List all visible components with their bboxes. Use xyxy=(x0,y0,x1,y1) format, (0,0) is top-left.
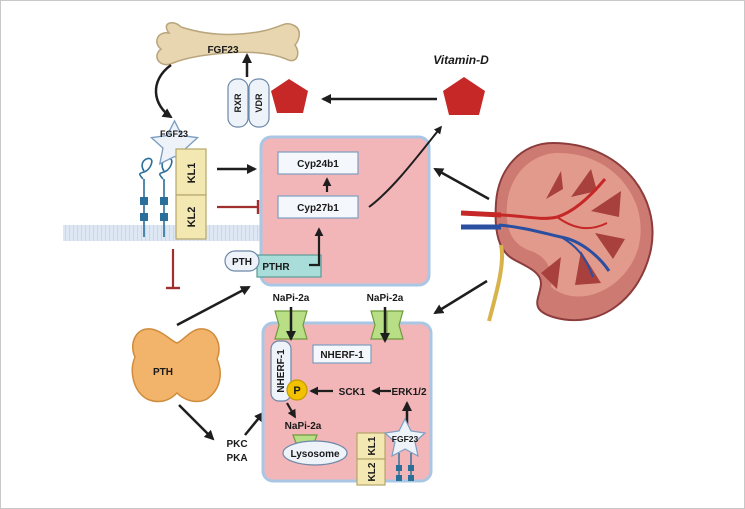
kidney-to-lower-cell-arrow xyxy=(433,279,488,315)
lysosome-ellipse xyxy=(282,440,348,466)
fgf23-star-small-label: FGF23 xyxy=(392,434,419,444)
napi2a-left-label: NaPi-2a xyxy=(273,293,310,304)
kl1-bottom-label: KL1 xyxy=(367,436,378,455)
sck1-label: SCK1 xyxy=(339,387,366,398)
cyp24b1-box xyxy=(277,151,359,175)
rxr-receptor xyxy=(227,78,249,128)
lysosome-label: Lysosome xyxy=(290,449,340,460)
parathyroid-gland-icon xyxy=(131,328,221,403)
kl2-left-box xyxy=(175,194,207,240)
kidney-to-upper-cell-arrow xyxy=(433,167,490,201)
p-to-napi-arrow xyxy=(286,402,296,419)
fgf23-star-label: FGF23 xyxy=(160,129,188,139)
cyp27-to-vitamin-d-arrow xyxy=(368,125,442,208)
kl1-bottom-box xyxy=(356,432,386,460)
kl2-left-label: KL2 xyxy=(186,207,198,228)
bone-icon xyxy=(156,22,300,66)
pth-ligand xyxy=(224,250,260,272)
nherf1-box-label: NHERF-1 xyxy=(320,350,364,361)
nherf1-vertical-label: NHERF-1 xyxy=(276,349,287,393)
kl1-left-label: KL1 xyxy=(186,163,198,184)
pthr-label: PTHR xyxy=(262,262,290,273)
vdr-receptor xyxy=(248,78,270,128)
vitamin-d-bound-pentagon xyxy=(271,79,308,113)
pka-label: PKA xyxy=(226,453,247,464)
fgf23-bone-label: FGF23 xyxy=(207,45,239,56)
bone-to-fgf23-arrow xyxy=(154,63,173,119)
pth-to-pthr-arrow xyxy=(176,285,251,327)
fgfr-receptor-left xyxy=(138,157,153,237)
fgfr-receptor-bottom xyxy=(396,453,414,481)
pthr-to-cyp27-arrow xyxy=(309,227,324,267)
kl2-bottom-box xyxy=(356,458,386,486)
pth-ligand-label: PTH xyxy=(232,257,252,268)
vdr-label: VDR xyxy=(254,93,264,113)
vitamin-d-pentagon xyxy=(443,77,485,115)
phosphate-marker-label: P xyxy=(293,385,300,397)
pth-gland-label: PTH xyxy=(153,367,173,378)
pth-to-pkc-arrow xyxy=(178,404,215,441)
cyp27b1-box xyxy=(277,195,359,219)
cyp27b1-label: Cyp27b1 xyxy=(297,203,339,214)
nherf1-vertical-box xyxy=(270,340,292,402)
kl1-left-box xyxy=(175,148,207,196)
rxr-label: RXR xyxy=(233,93,243,113)
fgf23-star-small xyxy=(383,417,427,458)
cell-membrane xyxy=(63,225,261,241)
phosphate-marker xyxy=(286,379,308,401)
cyp24b1-label: Cyp24b1 xyxy=(297,159,339,170)
vitamin-d-label: Vitamin-D xyxy=(433,53,489,67)
napi2a-right-transporter xyxy=(370,310,404,340)
napi2a-right-label: NaPi-2a xyxy=(367,293,404,304)
pkc-to-cell-arrow xyxy=(244,411,265,436)
napi2a-lower-label: NaPi-2a xyxy=(285,421,322,432)
pkc-label: PKC xyxy=(226,439,247,450)
kl2-bottom-label: KL2 xyxy=(367,462,378,481)
erk12-label: ERK1/2 xyxy=(391,387,426,398)
kidney-icon xyxy=(460,141,654,322)
nherf1-box xyxy=(312,344,372,364)
